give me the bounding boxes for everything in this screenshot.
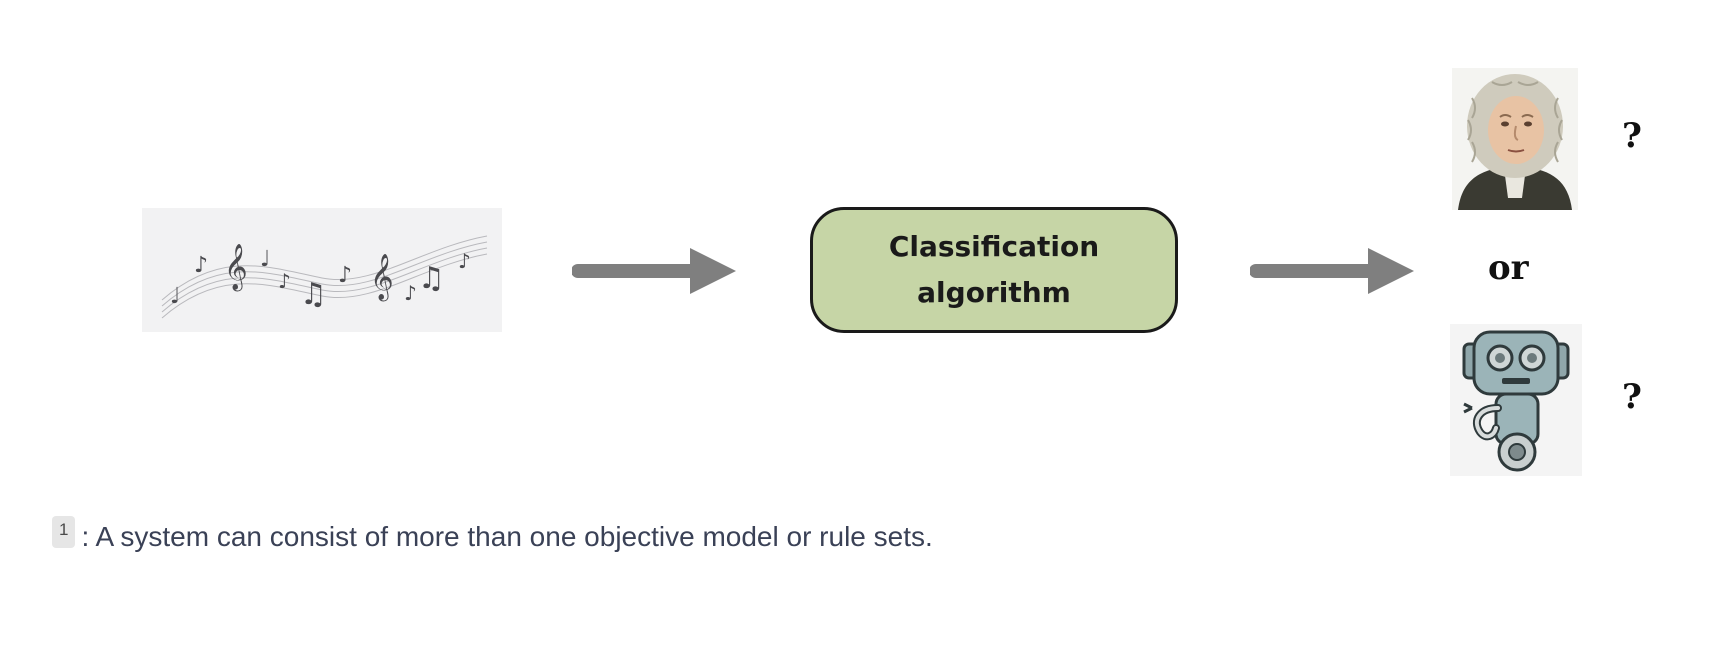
robot-icon	[1462, 330, 1570, 472]
arrow-right-icon	[1250, 248, 1414, 294]
or-label: or	[1488, 248, 1529, 288]
svg-text:♪: ♪	[278, 269, 291, 293]
svg-text:𝄞: 𝄞	[224, 244, 248, 292]
svg-text:𝄞: 𝄞	[370, 254, 394, 302]
music-notes-image: ♩ ♪ 𝄞 ♩ ♪ ♫ ♪ 𝄞 ♪ ♫ ♪	[142, 208, 502, 332]
footnote-marker[interactable]: 1	[52, 516, 76, 548]
svg-text:♩: ♩	[260, 247, 270, 272]
composer-portrait-image	[1452, 68, 1578, 210]
question-mark: ?	[1622, 116, 1642, 156]
classification-algorithm-box: Classification algorithm	[810, 207, 1178, 333]
robot-image	[1450, 324, 1582, 476]
footnote-text: : A system can consist of more than one …	[81, 521, 933, 552]
footnote: 1 : A system can consist of more than on…	[52, 516, 933, 554]
svg-text:♫: ♫	[418, 261, 445, 296]
arrow-right-icon	[572, 248, 736, 294]
music-notes-icon: ♩ ♪ 𝄞 ♩ ♪ ♫ ♪ 𝄞 ♪ ♫ ♪	[161, 235, 488, 319]
svg-text:♫: ♫	[300, 277, 327, 312]
question-mark: ?	[1622, 377, 1642, 417]
composer-portrait-icon	[1458, 74, 1572, 210]
svg-text:♩: ♩	[170, 284, 180, 309]
svg-text:♪: ♪	[194, 253, 208, 278]
svg-text:♪: ♪	[404, 281, 417, 305]
svg-text:♪: ♪	[458, 249, 471, 273]
svg-text:♪: ♪	[338, 263, 352, 288]
classifier-label: Classification algorithm	[888, 230, 1100, 309]
